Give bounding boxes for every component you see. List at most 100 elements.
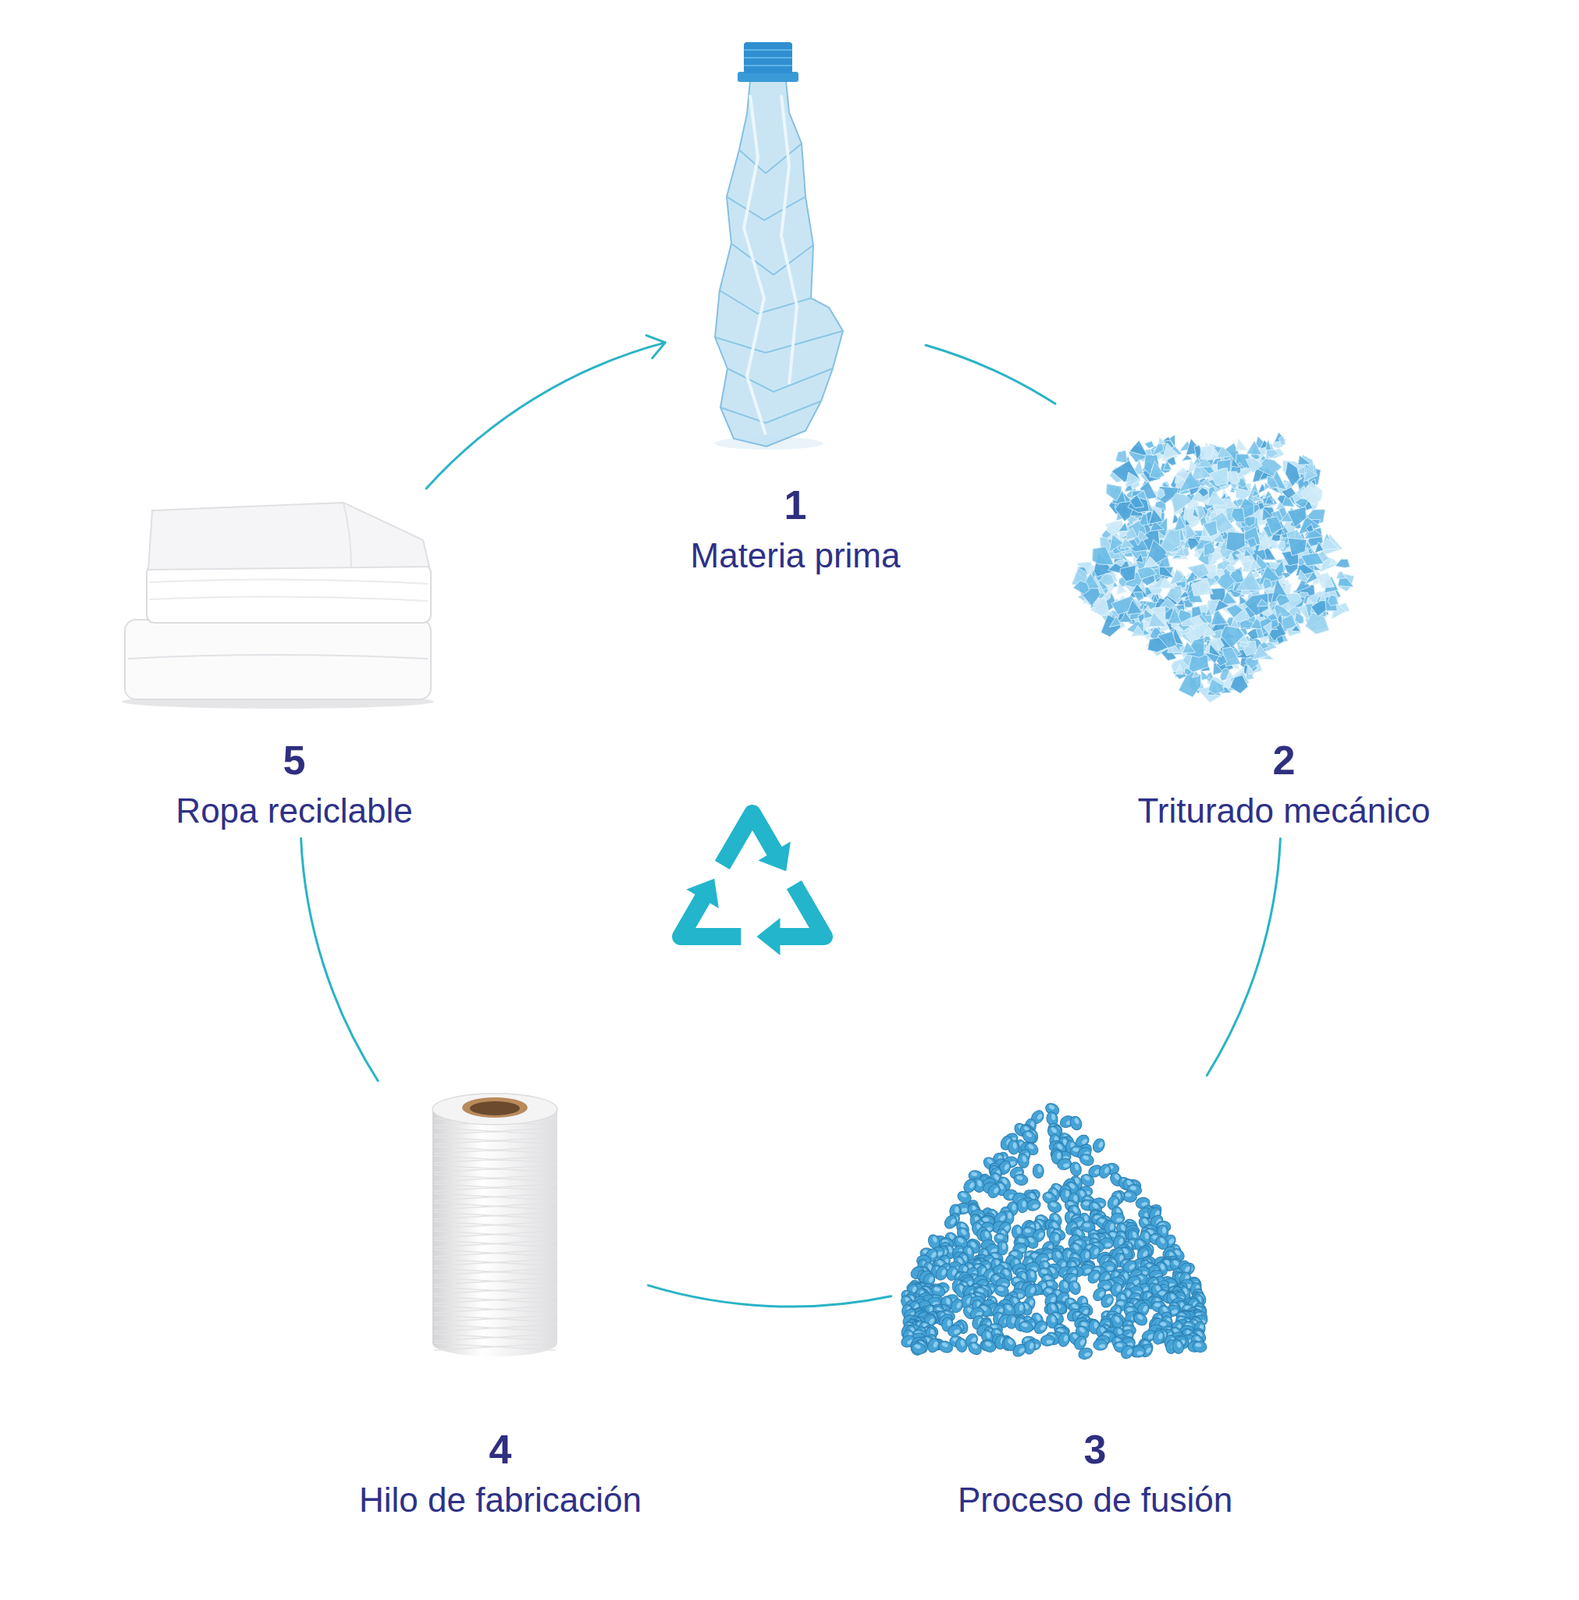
pellet-highlight — [1112, 1198, 1119, 1206]
pellet-highlight — [1074, 1117, 1081, 1125]
pellet-highlight — [1027, 1143, 1035, 1151]
cycle-arc — [426, 335, 666, 489]
bottle-picture — [672, 40, 860, 451]
plastic-flake — [1279, 435, 1287, 445]
plastic-flake — [1231, 508, 1246, 523]
plastic-flake — [1230, 675, 1249, 694]
plastic-flake — [1236, 569, 1262, 591]
pellet-body — [1091, 1136, 1107, 1154]
pellet-highlight — [1098, 1141, 1105, 1149]
plastic-pellet — [1091, 1136, 1107, 1154]
pellet-highlight — [956, 1237, 964, 1245]
plastic-pellet — [985, 1182, 1003, 1201]
plastic-pellet — [1006, 1139, 1020, 1156]
plastic-flake — [1175, 664, 1185, 675]
plastic-flake — [1115, 558, 1125, 567]
process-step: 2Triturado mecánico — [1061, 408, 1507, 833]
plastic-flake — [1118, 522, 1129, 532]
plastic-flake — [1327, 594, 1339, 606]
plastic-flake — [1138, 530, 1149, 541]
pellet-body — [1016, 1152, 1031, 1170]
plastic-flake — [1133, 591, 1144, 602]
plastic-flake — [1160, 576, 1175, 588]
plastic-flake — [1171, 493, 1192, 513]
pellet-highlight — [1049, 1202, 1057, 1209]
pellet-highlight — [967, 1248, 973, 1256]
pellet-highlight — [1031, 1203, 1039, 1210]
plastic-flake — [1267, 613, 1279, 622]
plastic-flake — [1200, 446, 1214, 460]
pellet-body — [1006, 1139, 1020, 1156]
bottle-neck — [743, 42, 793, 74]
plastic-flake — [1152, 593, 1159, 603]
pellet-highlight — [1016, 1175, 1024, 1181]
pellet-highlight — [1072, 1147, 1079, 1153]
bottle-crease — [714, 143, 843, 424]
cycle-arc — [301, 838, 379, 1082]
pellet-highlight — [977, 1180, 983, 1188]
pellet-body — [1032, 1163, 1045, 1179]
plastic-flake — [1276, 594, 1291, 607]
illustration — [897, 1081, 1210, 1368]
recycle-arrowhead — [757, 917, 781, 956]
step-number: 2 — [1273, 738, 1296, 783]
plastic-flake — [1139, 514, 1149, 527]
plastic-flake — [1148, 611, 1167, 626]
pellet-highlight — [1050, 1113, 1057, 1121]
plastic-flake — [1298, 455, 1312, 465]
plastic-flake — [1276, 635, 1284, 645]
pellet-highlight — [1055, 1251, 1062, 1259]
pellet-highlight — [1130, 1185, 1138, 1192]
pellet-highlight — [1003, 1163, 1010, 1171]
plastic-pellet — [1045, 1198, 1064, 1215]
plastic-flake — [1130, 625, 1145, 637]
plastic-flake — [1149, 461, 1166, 479]
pellet-highlight — [970, 1171, 978, 1178]
plastic-flake — [1300, 481, 1323, 505]
plastic-flake — [1214, 600, 1230, 613]
flakes-picture — [1061, 408, 1368, 705]
plastic-flake — [1226, 552, 1235, 562]
pellet-highlight — [1159, 1237, 1167, 1245]
pellet-highlight — [968, 1181, 975, 1189]
cycle-arc — [925, 344, 1056, 404]
pellet-highlight — [1054, 1234, 1060, 1242]
pellets-picture — [897, 1081, 1210, 1368]
pellet-highlight — [1056, 1152, 1062, 1160]
pellet-highlight — [1037, 1166, 1042, 1173]
process-step: 1Materia prima — [672, 40, 919, 577]
plastic-flake — [1073, 580, 1090, 594]
plastic-flake — [1266, 449, 1279, 459]
plastic-flake — [1258, 501, 1265, 510]
plastic-flake — [1262, 578, 1273, 590]
plastic-flake — [1120, 565, 1136, 582]
plastic-flake — [1148, 508, 1163, 525]
plastic-flake — [1287, 506, 1307, 527]
plastic-flake — [1109, 534, 1124, 553]
plastic-flake — [1209, 643, 1222, 658]
plastic-flake — [1187, 563, 1210, 579]
recycle-arrowhead — [686, 878, 719, 909]
plastic-flake — [1182, 547, 1189, 557]
plastic-flake — [1329, 558, 1338, 566]
plastic-flake — [1251, 644, 1269, 660]
pellet-highlight — [949, 1217, 957, 1225]
recycle-arrowhead — [757, 841, 791, 872]
plastic-flake — [1244, 548, 1252, 557]
plastic-flake — [1265, 495, 1275, 505]
pellet-highlight — [982, 1217, 989, 1222]
step-number: 1 — [784, 483, 808, 528]
pellet-highlight — [954, 1206, 959, 1213]
plastic-flake — [1162, 443, 1178, 462]
pellet-body — [1068, 1160, 1083, 1178]
plastic-pellet — [1032, 1163, 1045, 1179]
bottle-highlight — [743, 95, 797, 435]
pellet-highlight — [1073, 1194, 1078, 1202]
step-label: Triturado mecánico — [1138, 790, 1431, 833]
pellet-highlight — [1106, 1266, 1114, 1270]
bottle-body — [714, 81, 843, 447]
pellet-body — [985, 1182, 1003, 1201]
plastic-flake — [1209, 467, 1229, 486]
pellet-highlight — [1131, 1231, 1138, 1239]
pellet-highlight — [1011, 1204, 1016, 1211]
